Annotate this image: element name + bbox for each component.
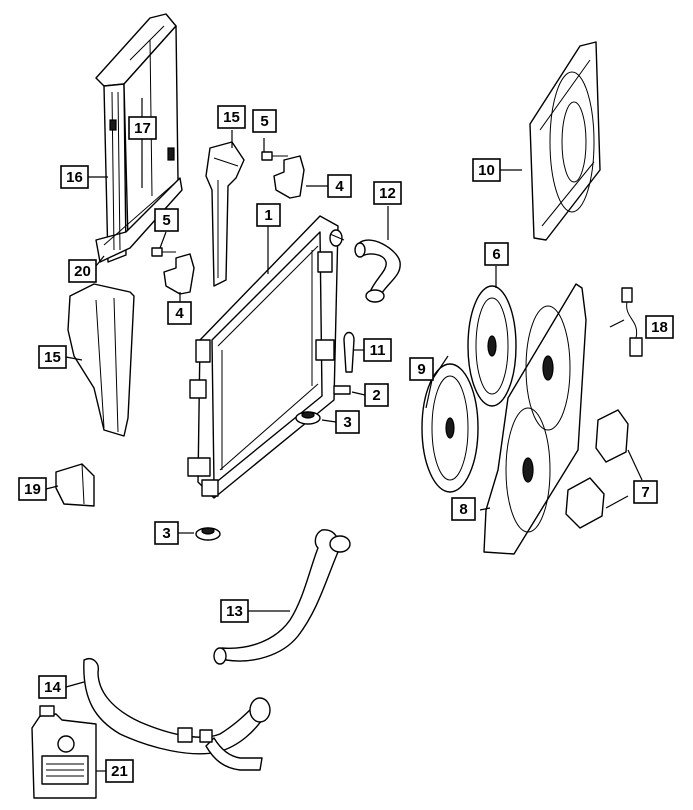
fitting-part [333,385,351,395]
callout-20-text: 20 [74,263,91,280]
callout-8-text: 8 [459,501,467,518]
isolator-upper-part [295,411,321,425]
seal-part [55,463,95,507]
callout-9-text: 9 [417,361,425,378]
callout-14: 14 [38,675,67,699]
callout-18: 18 [645,315,674,339]
callout-3-upper-text: 3 [343,414,351,431]
callout-9: 9 [409,357,434,381]
callout-2: 2 [364,383,389,407]
callout-10-text: 10 [478,162,495,179]
callout-4-upper-text: 4 [335,178,344,195]
radiator-part [187,215,345,499]
callout-2-text: 2 [372,387,380,404]
callout-14-text: 14 [44,679,61,696]
air-deflector-upper-part [205,141,245,287]
callout-5-upper-text: 5 [260,113,268,130]
bolt-lower-part [151,247,176,257]
callout-15-upper: 15 [217,105,246,129]
callout-18-text: 18 [651,319,668,336]
air-deflector-lower-part [67,283,135,437]
callout-13-text: 13 [226,603,243,620]
callout-12: 12 [373,181,402,205]
shroud-frame-part [95,13,183,263]
callout-4-lower: 4 [167,301,192,325]
callout-4-lower-text: 4 [175,305,184,322]
callout-17: 17 [128,116,157,140]
callout-3-lower: 3 [154,521,179,545]
callout-5-upper: 5 [252,109,277,133]
callout-15-upper-text: 15 [223,109,240,126]
lower-hose-part [213,529,351,665]
callout-21-text: 21 [111,763,128,780]
callout-11-text: 11 [370,342,386,359]
callout-1: 1 [256,203,281,227]
leader-lines [45,98,643,772]
callout-11: 11 [363,338,392,362]
callout-6: 6 [484,242,509,266]
callout-15-lower: 15 [38,345,67,369]
upper-hose-part [354,239,401,303]
wiring-part [621,287,643,357]
callout-15-lower-text: 15 [44,349,61,366]
callout-17-text: 17 [134,120,151,137]
bolt-upper-part [261,151,288,161]
resistor-upper-part [595,409,629,463]
tube-part [343,331,355,373]
callout-21: 21 [105,759,134,783]
bracket-lower-part [163,253,195,295]
callout-16: 16 [60,165,89,189]
callout-5-lower-text: 5 [162,212,170,229]
coolant-jug-part [31,705,97,799]
callout-1-text: 1 [264,207,272,224]
callout-13: 13 [220,599,249,623]
bracket-upper-part [273,155,305,199]
callout-19-text: 19 [24,481,41,498]
callout-20: 20 [68,259,97,283]
callout-3-upper: 3 [335,410,360,434]
callout-19: 19 [18,477,47,501]
callout-16-text: 16 [66,169,83,186]
callout-3-lower-text: 3 [162,525,170,542]
callout-7-upper: 7 [633,480,658,504]
fan-lower-part [421,363,479,493]
callout-5-lower: 5 [154,208,179,232]
callout-10: 10 [472,158,501,182]
callout-7-upper-text: 7 [641,484,649,501]
fan-module-part [483,283,587,555]
isolator-lower-part [195,527,221,541]
callout-8: 8 [451,497,476,521]
callout-4-upper: 4 [327,174,352,198]
bottom-hose-part [83,658,271,771]
callout-6-text: 6 [492,246,500,263]
resistor-lower-part [565,477,605,529]
fan-shroud-part [529,41,601,241]
callout-12-text: 12 [379,185,396,202]
fan-upper-part [467,285,517,407]
